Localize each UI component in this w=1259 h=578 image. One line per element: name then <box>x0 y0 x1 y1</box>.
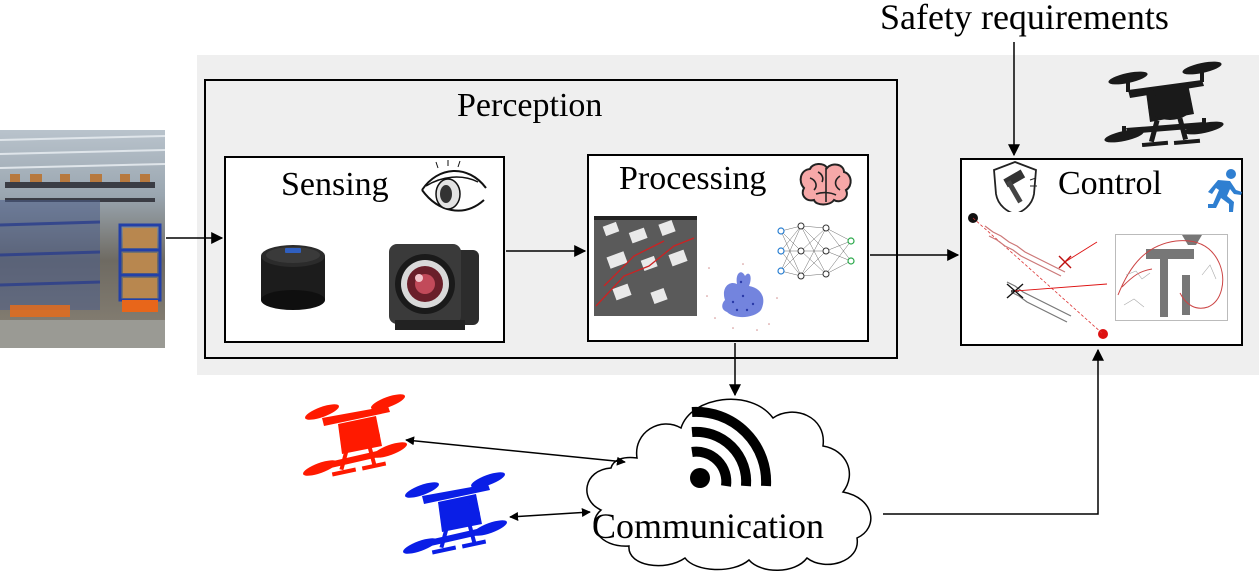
perception-title: Perception <box>457 87 603 124</box>
processing-title: Processing <box>619 160 767 197</box>
running-person-icon <box>1208 169 1242 212</box>
drone-icon-red <box>302 394 408 477</box>
point-cloud-image <box>703 258 781 334</box>
brain-icon <box>799 163 852 206</box>
drone-icon-blue <box>402 472 508 555</box>
control-title: Control <box>1058 165 1162 202</box>
wifi-icon <box>690 406 772 488</box>
safety-requirements-label: Safety requirements <box>880 0 1169 37</box>
eye-icon <box>421 160 487 212</box>
hammer-shield-icon <box>993 161 1037 215</box>
occupancy-image <box>594 216 697 316</box>
path-planning-image <box>1115 234 1228 321</box>
perception-box <box>204 79 898 359</box>
neural-network-image <box>771 216 859 286</box>
communication-label: Communication <box>592 506 824 546</box>
trajectory-plot-image <box>967 212 1111 340</box>
sensing-title: Sensing <box>281 166 389 203</box>
drone-icon-black <box>1104 61 1224 148</box>
camera-image <box>379 230 487 340</box>
warehouse-image <box>0 130 165 348</box>
lidar-sensor-image <box>243 234 340 314</box>
